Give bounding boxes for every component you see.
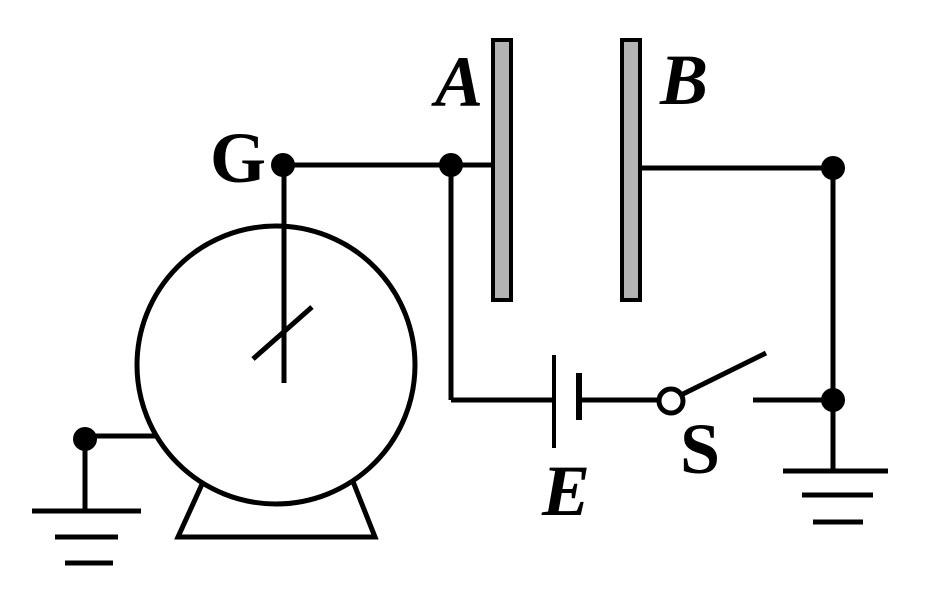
- junction-dot-plate-a: [439, 153, 463, 177]
- galvanometer: [134, 166, 418, 540]
- ground-symbol-left: [32, 508, 141, 566]
- capacitor-plate-b: [620, 38, 642, 302]
- switch-label: S: [680, 409, 720, 489]
- switch-lever: [681, 350, 768, 397]
- capacitor-plate-a: [491, 38, 513, 302]
- galvanometer-stand: [174, 478, 379, 540]
- junction-dot-top-right: [821, 156, 845, 180]
- galvanometer-label: G: [210, 118, 266, 198]
- plate-a-label: A: [431, 42, 483, 122]
- ground-symbol-right: [783, 468, 888, 525]
- switch-contact: [656, 386, 686, 416]
- junction-dot-bottom-right: [821, 388, 845, 412]
- battery-label: E: [541, 451, 590, 531]
- plate-b-label: B: [659, 40, 708, 120]
- junction-dot-left-terminal: [73, 427, 97, 451]
- galvanometer-needle: [251, 305, 314, 361]
- junction-dot-g: [271, 153, 295, 177]
- switch: [656, 350, 768, 416]
- battery: [552, 355, 582, 448]
- galvanometer-body: [134, 223, 418, 507]
- junction-dots: [73, 153, 845, 451]
